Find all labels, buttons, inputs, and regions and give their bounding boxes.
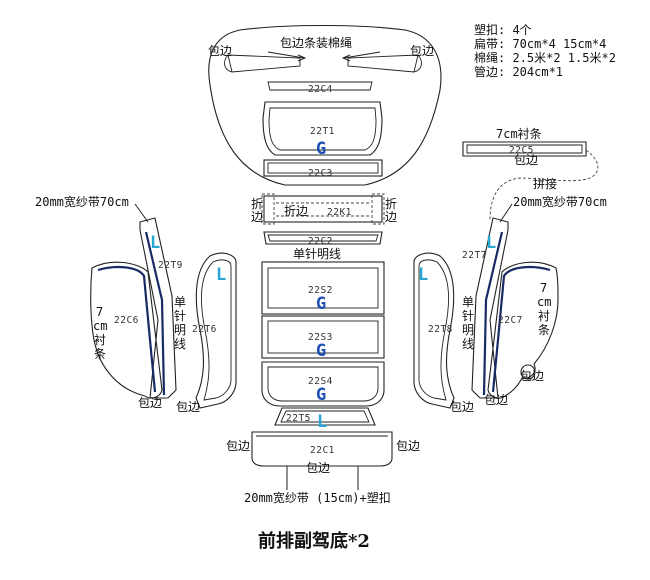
lining-left-v-3: 条 [94, 347, 106, 361]
lining-mark-22t9: L [150, 233, 160, 253]
part-22c6: 22C6 7 cm 衬 条 包边 [90, 261, 163, 410]
binding-label-top-right: 包边 [410, 44, 434, 58]
diagram-title: 前排副驾底*2 [258, 530, 370, 552]
part-22c1: 22C1 包边 包边 包边 20mm宽纱带 (15cm)+塑扣 [226, 431, 420, 505]
grain-mark-22s3: G [316, 341, 326, 361]
part-code-22c5: 22C5 [509, 145, 534, 156]
lining-mark-22t8: L [418, 265, 428, 285]
binding-label-c1-right: 包边 [396, 439, 420, 453]
stitch-left-3: 线 [174, 337, 186, 351]
part-code-22s2: 22S2 [308, 285, 333, 296]
spec-line-4: 管边: 204cm*1 [474, 64, 563, 79]
binding-label-c1-bottom: 包边 [306, 461, 330, 475]
fold-right-2: 边 [385, 210, 397, 224]
spec-line-2: 扁带: 70cm*4 15cm*4 [474, 37, 606, 51]
part-code-22c6: 22C6 [114, 315, 139, 326]
part-code-22c1: 22C1 [310, 445, 335, 456]
stitch-left-0: 单 [174, 295, 186, 309]
part-code-22t9: 22T9 [158, 260, 183, 271]
part-22k1: 折边 22K1 折 边 折 边 [251, 193, 397, 225]
lining-7cm-label: 7cm衬条 [496, 127, 542, 141]
part-code-22t8: 22T8 [428, 324, 453, 335]
part-22t5: 22T5 L [274, 407, 376, 432]
grain-mark-22t1: G [316, 139, 326, 159]
binding-label-c5: 包边 [514, 153, 538, 167]
part-22c7: 22C7 7 cm 衬 条 包边 包边 [484, 261, 559, 407]
spec-line-3: 棉绳: 2.5米*2 1.5米*2 [474, 51, 616, 65]
stitch-left-1: 针 [174, 308, 186, 323]
part-22t9: 22T9 L [139, 217, 183, 399]
part-code-22t7: 22T7 [462, 250, 487, 261]
grain-mark-22s2: G [316, 294, 326, 314]
binding-label-t6: 包边 [176, 400, 200, 414]
fold-left-2: 边 [251, 210, 263, 224]
single-stitch-label: 单针明线 [293, 246, 341, 261]
mesh-bottom-label: 20mm宽纱带 (15cm)+塑扣 [244, 490, 391, 505]
part-22s3: 22S3 G [261, 315, 385, 361]
binding-label-c7: 包边 [520, 369, 544, 383]
binding-label-t8: 包边 [450, 400, 474, 414]
lining-mark-22t6: L [216, 265, 226, 285]
splice-label: 拼接 [533, 176, 557, 191]
part-22c3: 22C3 [263, 159, 383, 179]
lining-mark-22t5: L [317, 412, 327, 432]
part-code-22k1: 22K1 [327, 207, 352, 218]
part-22t6: L 22T6 包边 [176, 252, 237, 414]
part-code-22t1: 22T1 [310, 126, 335, 137]
fold-right-1: 折 [385, 196, 397, 211]
part-22s2: 22S2 G [261, 261, 385, 315]
fold-left-1: 折 [251, 196, 263, 211]
stitch-right-3: 线 [462, 337, 474, 351]
spec-list: 塑扣: 4个 扁带: 70cm*4 15cm*4 棉绳: 2.5米*2 1.5米… [474, 22, 616, 79]
stitch-right-0: 单 [462, 295, 474, 309]
part-code-22c3: 22C3 [308, 168, 333, 179]
part-22t8: L 22T8 包边 [413, 252, 474, 414]
lining-right-v-0: 7 [540, 281, 547, 295]
binding-label-c1-left: 包边 [226, 439, 250, 453]
lining-left-v-2: 衬 [94, 333, 106, 347]
lining-right-v-2: 衬 [538, 309, 550, 323]
part-22s4: 22S4 G [261, 361, 385, 407]
stitch-left-2: 明 [174, 323, 186, 337]
part-code-22t6: 22T6 [192, 324, 217, 335]
part-code-22t5: 22T5 [286, 413, 311, 424]
grain-mark-22s4: G [316, 385, 326, 405]
part-code-22s4: 22S4 [308, 376, 333, 387]
lining-left-v-0: 7 [96, 305, 103, 319]
part-code-22s3: 22S3 [308, 332, 333, 343]
part-22t1: 22T1 G [262, 101, 383, 159]
mesh-right-label: 20mm宽纱带70cm [513, 194, 607, 209]
part-code-22c4: 22C4 [308, 84, 333, 95]
binding-label-t7: 包边 [484, 393, 508, 407]
lining-right-v-1: cm [537, 295, 551, 309]
stitch-v-right: 单 针 明 线 [462, 295, 474, 351]
part-22c2: 22C2 单针明线 [263, 231, 383, 261]
part-22c5: 7cm衬条 22C5 包边 拼接 [462, 127, 599, 221]
lining-left-v-1: cm [93, 319, 107, 333]
stitch-right-1: 针 [462, 308, 474, 323]
mesh-left-label: 20mm宽纱带70cm [35, 194, 129, 209]
part-22t7: 22T7 L [462, 217, 509, 399]
binding-label-top-left: 包边 [208, 44, 232, 58]
part-code-22c2: 22C2 [308, 236, 333, 247]
stitch-right-2: 明 [462, 323, 474, 337]
part-22c4: 包边条装棉绳 包边 包边 22C4 [208, 24, 442, 186]
part-code-22c7: 22C7 [498, 315, 523, 326]
spec-line-1: 塑扣: 4个 [474, 22, 532, 37]
lining-mark-22t7: L [486, 233, 496, 253]
lining-right-v-3: 条 [538, 323, 550, 337]
binding-label-c6: 包边 [138, 396, 162, 410]
cord-note: 包边条装棉绳 [280, 36, 352, 50]
fold-edge-label: 折边 [284, 203, 308, 218]
stitch-v-left: 单 针 明 线 [174, 295, 186, 351]
